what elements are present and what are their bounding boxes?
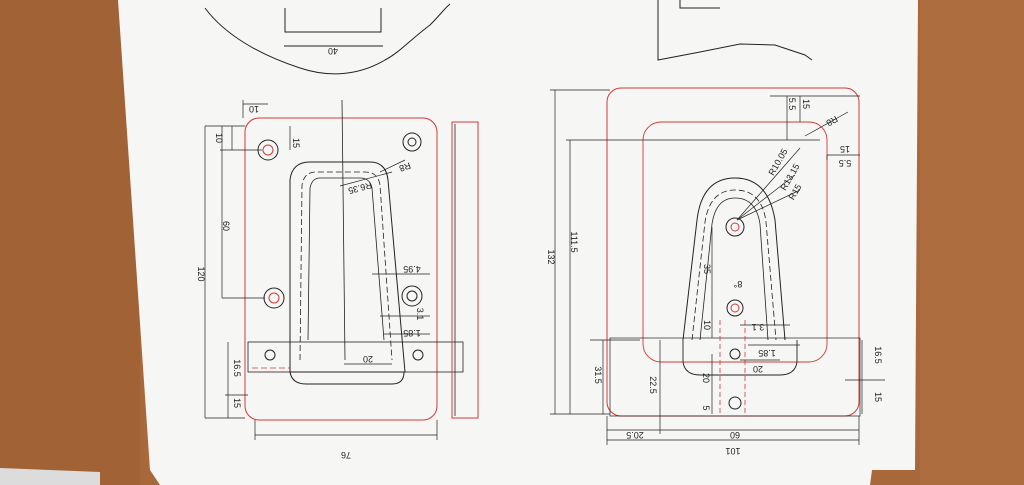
dim-20-vertical: 20 (701, 373, 711, 383)
dim-20-slot-right: 20 (753, 364, 763, 374)
left-plate-outline (244, 117, 438, 421)
leader-r8-right (804, 111, 849, 137)
left-center-line (341, 99, 346, 361)
sketch-right-step (679, 0, 720, 9)
table-shade-right (920, 0, 1024, 485)
left-hole-mid-right (401, 285, 423, 307)
left-slot-outer (289, 161, 406, 373)
right-hole-1-inner (730, 222, 740, 232)
dim-101: 101 (725, 446, 740, 456)
dim-16-5: 16.5 (232, 359, 242, 377)
top-right-sketch (657, 0, 813, 61)
dim-1-85-right: 1.85 (758, 348, 776, 358)
top-left-sketch (204, 3, 451, 75)
right-u-slot-inner (699, 197, 769, 341)
left-hole-top-right-inner (407, 137, 417, 147)
sketch-dim-40: 40 (328, 46, 338, 56)
left-slot-dashed (299, 171, 393, 361)
dim-3-1-right: 3.1 (752, 322, 765, 332)
paper-corner-bottom-left (0, 468, 100, 485)
left-hole-top-right (402, 132, 422, 152)
dim-10-hole: 10 (249, 104, 259, 114)
dim-15-bottom-right: 15 (873, 392, 883, 402)
dim-111-5: 111.5 (569, 231, 579, 252)
right-bottom-flange (609, 337, 861, 417)
dim-15-top: 15 (291, 138, 301, 148)
left-view: 10 10 15 60 120 16.5 15 76 20 R8 R6.35 4… (196, 99, 479, 460)
sketch-right-profile (657, 0, 813, 61)
left-side-profile (451, 121, 479, 419)
right-u-slot-dashed (691, 189, 777, 341)
left-slot-inner (307, 177, 385, 341)
dim-15-side: 15 (840, 144, 850, 154)
paper-sheet (118, 0, 918, 485)
leader-r15 (736, 189, 801, 221)
dim-15-top-right: 15 (801, 99, 811, 109)
dim-60: 60 (221, 221, 231, 231)
dim-60-right: 60 (730, 430, 740, 440)
right-u-slot-outer (682, 177, 786, 341)
dim-35: 35 (702, 264, 712, 274)
right-hole-2-inner (730, 303, 740, 313)
dim-20-5: 20.5 (626, 430, 644, 440)
dim-15-bottom: 15 (232, 398, 242, 408)
dim-22-5: 22.5 (648, 376, 658, 394)
dim-20-slot: 20 (363, 354, 373, 364)
leader-r6-35 (339, 171, 393, 187)
dim-r8-right: R8 (825, 114, 840, 128)
right-u-slot-bottom (682, 340, 798, 376)
dim-5-5-top: 5.5 (787, 98, 797, 111)
dim-4-95: 4.95 (403, 264, 421, 274)
leader-r8 (379, 159, 406, 173)
left-hole-mid-left-inner (268, 292, 280, 304)
sketch-notch (284, 8, 382, 33)
dim-16-5-right: 16.5 (873, 346, 883, 364)
dim-120: 120 (196, 266, 206, 281)
right-hole-4 (728, 396, 742, 410)
left-hole-top-left-inner (262, 144, 274, 156)
left-hole-bottom-left (264, 349, 276, 361)
right-hole-1 (725, 217, 745, 237)
dim-76: 76 (341, 450, 351, 460)
left-slot-bottom (289, 345, 405, 385)
sketch-profile-curve (204, 3, 451, 75)
dim-1-85: 1.85 (403, 328, 421, 338)
left-hole-bottom-right (412, 349, 424, 361)
dim-132: 132 (546, 249, 556, 264)
dim-31-5: 31.5 (593, 366, 603, 384)
table-shade-left (0, 0, 140, 485)
dim-5-vertical: 5 (701, 405, 711, 410)
dim-10-right: 10 (702, 320, 712, 330)
right-hole-2 (726, 299, 744, 317)
leader-r10-05 (736, 147, 801, 221)
dim-5-5-side: 5.5 (839, 158, 852, 168)
leader-r13-15 (736, 174, 796, 221)
dim-10-top: 10 (214, 133, 224, 143)
right-inner-frame (642, 121, 828, 363)
dim-r8: R8 (398, 160, 412, 173)
dim-angle-8: 8° (733, 279, 742, 289)
left-hole-mid-right-inner (406, 290, 418, 302)
dim-3-1: 3.1 (415, 308, 425, 321)
right-hole-3 (729, 348, 741, 360)
